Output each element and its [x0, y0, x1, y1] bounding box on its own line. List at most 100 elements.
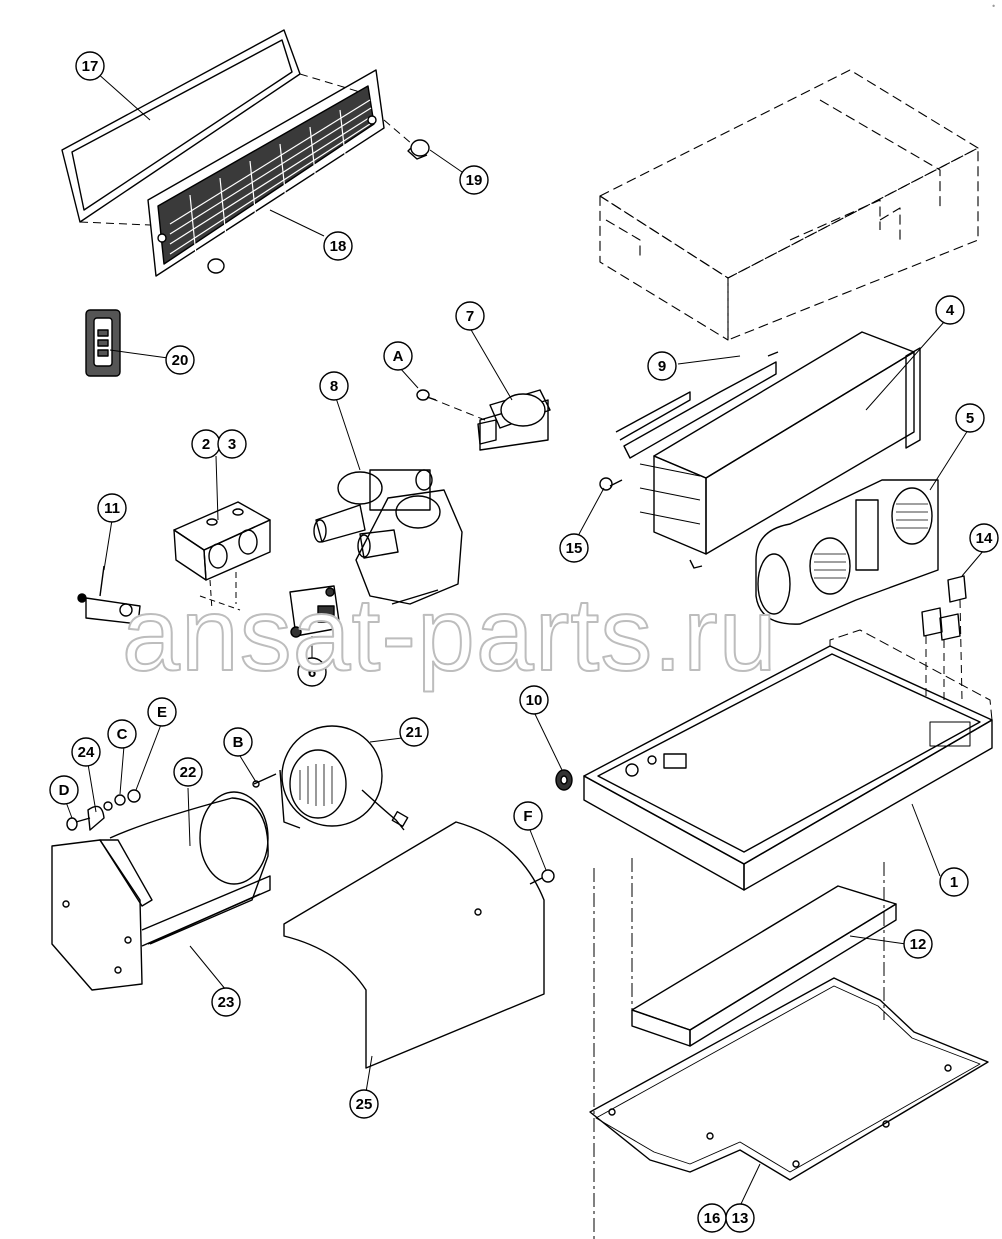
callout-label: E — [157, 704, 167, 721]
callout-12: 12 — [903, 929, 933, 959]
hardware-D-bolt — [66, 817, 91, 831]
callout-e: E — [147, 697, 177, 727]
callout-circle — [49, 775, 79, 805]
part-5-blower-assembly — [755, 479, 939, 625]
callout-label: 11 — [104, 500, 120, 517]
callout-circle — [223, 727, 253, 757]
callout-11: 11 — [97, 493, 127, 523]
callout-circle — [399, 717, 429, 747]
callout-circle — [165, 345, 195, 375]
callout-label: 25 — [356, 1096, 373, 1113]
callout-circle — [459, 165, 489, 195]
callout-14: 14 — [969, 523, 999, 553]
callout-label: 20 — [172, 352, 189, 369]
callout-circle — [75, 51, 105, 81]
callout-label: C — [117, 726, 128, 743]
callout-circle — [969, 523, 999, 553]
part-7-control-box — [477, 389, 551, 451]
callout-label: 9 — [658, 358, 666, 375]
callout-circle — [297, 657, 327, 687]
callout-label: A — [393, 348, 404, 365]
callout-label: 23 — [218, 994, 235, 1011]
callout-label: 21 — [406, 724, 423, 741]
part-2-3-block — [173, 501, 271, 581]
callout-circle — [513, 801, 543, 831]
callout-label: F — [523, 808, 532, 825]
callout-c: C — [107, 719, 137, 749]
callout-20: 20 — [165, 345, 195, 375]
callout-d: D — [49, 775, 79, 805]
callout-10: 10 — [519, 685, 549, 715]
part-16-13-base-plate — [589, 977, 989, 1181]
callout-circle — [903, 929, 933, 959]
callout-6: 6 — [297, 657, 327, 687]
callout-circle — [107, 719, 137, 749]
callout-4: 4 — [935, 295, 965, 325]
callout-25: 25 — [349, 1089, 379, 1119]
callout-label: 12 — [910, 936, 927, 953]
callout-24: 24 — [71, 737, 101, 767]
callout-label: 22 — [180, 764, 197, 781]
callout-circle — [173, 757, 203, 787]
callout-7: 7 — [455, 301, 485, 331]
callout-circle — [935, 295, 965, 325]
callout-b: B — [223, 727, 253, 757]
callout-label: 7 — [466, 308, 474, 325]
callout-label: 1 — [950, 874, 958, 891]
callout-label: 2 — [202, 436, 210, 453]
part-18-grille — [147, 69, 385, 277]
callout-label: 16 — [704, 1210, 721, 1227]
callout-circle — [211, 987, 241, 1017]
part-11-stud — [77, 565, 141, 625]
callout-circle — [383, 341, 413, 371]
callout-2: 2 — [191, 429, 221, 459]
callout-13: 13 — [725, 1203, 755, 1233]
callout-label: 14 — [976, 530, 993, 547]
corner-mark: • — [991, 2, 996, 11]
hardware-E-nut — [127, 789, 141, 803]
callout-label: 3 — [228, 436, 236, 453]
callout-label: 15 — [566, 540, 583, 557]
callout-15: 15 — [559, 533, 589, 563]
callout-label: 13 — [732, 1210, 749, 1227]
callout-label: 6 — [308, 664, 316, 681]
callout-circle — [319, 371, 349, 401]
upper-housing-phantom — [599, 69, 979, 341]
callout-label: B — [233, 734, 244, 751]
callout-label: 4 — [946, 302, 955, 319]
part-6-relay — [289, 585, 341, 638]
part-15-fitting — [599, 477, 623, 491]
callout-circle — [349, 1089, 379, 1119]
callout-f: F — [513, 801, 543, 831]
callout-18: 18 — [323, 231, 353, 261]
callout-17: 17 — [75, 51, 105, 81]
part-12-foam-pad — [631, 885, 897, 1047]
part-1-lower-housing — [583, 645, 993, 891]
callout-circle — [323, 231, 353, 261]
part-4-evaporator-coil — [615, 331, 921, 569]
part-20-switch — [85, 309, 121, 377]
callout-label: D — [59, 782, 70, 799]
callout-22: 22 — [173, 757, 203, 787]
callout-circle — [147, 697, 177, 727]
part-19-knob — [207, 139, 430, 274]
callout-5: 5 — [955, 403, 985, 433]
part-23-motor-mount — [51, 839, 271, 991]
part-8-water-valve — [313, 469, 463, 605]
callout-3: 3 — [217, 429, 247, 459]
callout-circle — [217, 429, 247, 459]
watermark: ansat-parts.ru — [122, 577, 778, 693]
callout-16: 16 — [697, 1203, 727, 1233]
part-21-fan-housing — [279, 725, 409, 831]
callout-label: 19 — [466, 172, 483, 189]
part-14-relays — [921, 575, 967, 641]
callout-label: 8 — [330, 378, 338, 395]
callout-label: 5 — [966, 410, 974, 427]
hardware-C-washer — [114, 794, 126, 806]
callout-circle — [955, 403, 985, 433]
callout-circle — [647, 351, 677, 381]
callout-9: 9 — [647, 351, 677, 381]
callout-label: 17 — [82, 58, 99, 75]
